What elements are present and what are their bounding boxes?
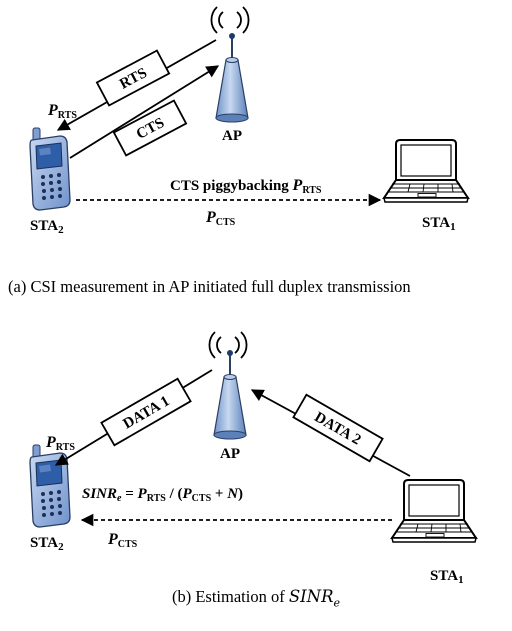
data1-box: DATA 1 <box>100 377 192 447</box>
mobile-phone-icon <box>29 444 71 528</box>
sta1-label: STA1 <box>422 215 456 233</box>
sta1-label: STA1 <box>430 568 464 586</box>
p-rts-label-a: PRTS <box>47 102 77 121</box>
piggyback-label: CTS piggybacking PRTS <box>170 177 322 196</box>
laptop-icon <box>391 479 477 543</box>
p-cts-label-b: PCTS <box>107 531 138 550</box>
antenna-tower-icon <box>213 349 247 440</box>
caption-b: (b) Estimation of SINRe <box>0 586 512 614</box>
caption-b-math: SINRe <box>288 587 341 610</box>
ap-label: AP <box>222 128 242 144</box>
antenna-tower-icon <box>215 32 249 123</box>
mobile-phone-icon <box>29 127 71 211</box>
sta2-label: STA2 <box>30 535 64 553</box>
sinr-formula: SINRe = PRTS / (PCTS + N) <box>82 486 243 504</box>
caption-b-text: (b) Estimation of <box>171 587 289 606</box>
caption-a: (a) CSI measurement in AP initiated full… <box>8 277 411 296</box>
rts-box: RTS <box>95 49 171 107</box>
p-rts-label-b: PRTS <box>45 434 75 453</box>
cts-arrow <box>69 65 220 159</box>
wireless-signal-icon <box>210 6 250 34</box>
p-cts-label-a: PCTS <box>205 209 236 228</box>
panel-b: AP STA2 STA1 DATA 1 PRTS DATA 2 SINRe = … <box>29 331 477 586</box>
laptop-icon <box>383 139 469 203</box>
data2-box: DATA 2 <box>292 393 384 463</box>
sta2-label: STA2 <box>30 218 64 236</box>
panel-a: AP STA2 STA1 RTS PRTS CTS CTS piggybacki… <box>29 6 469 236</box>
ap-label: AP <box>220 446 240 462</box>
